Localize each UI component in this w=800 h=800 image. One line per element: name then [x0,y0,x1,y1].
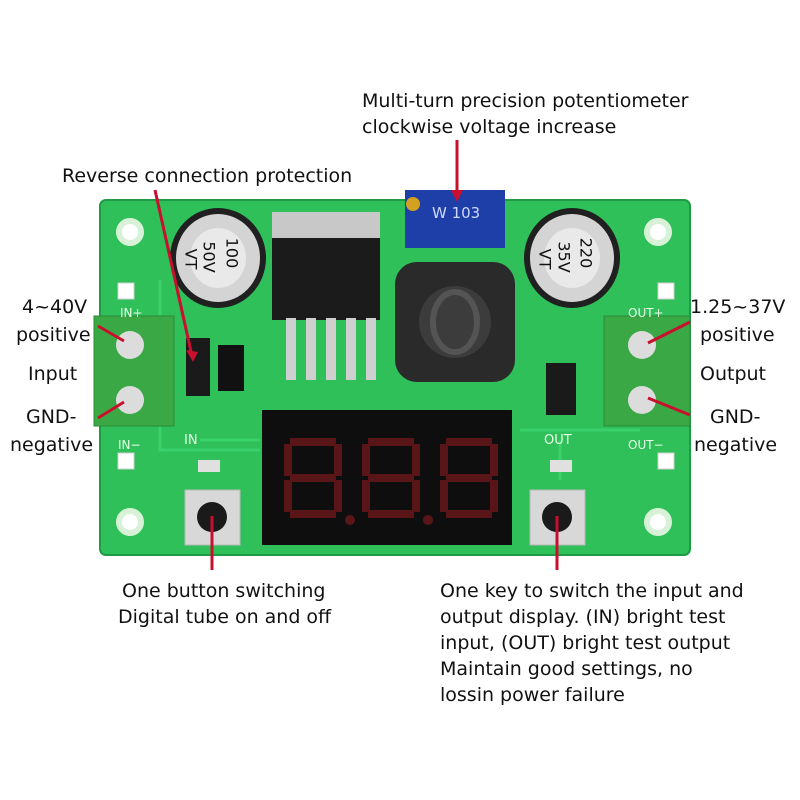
label-output-gnd: GND- [710,406,761,428]
silk-in: IN [184,433,198,448]
silk-out: OUT [544,433,572,448]
test-pads [117,282,675,470]
led-out [550,460,572,472]
pointer-arrowheads [186,190,463,362]
terminal-left [93,315,175,427]
potentiometer [405,190,505,248]
silk-in-minus: IN− [118,438,141,452]
silk-out-plus: OUT+ [628,306,664,320]
silk-in-plus: IN+ [120,306,143,320]
capacitor-left [170,208,266,308]
regulator-chip [272,212,380,380]
cap-right-series: VT [535,248,555,270]
silk-out-minus: OUT− [628,438,664,452]
label-right-key-line3: input, (OUT) bright test output [440,632,731,654]
seven-segment-display [262,410,512,545]
cap-left-value: 100 [222,237,242,269]
label-input-gnd: GND- [26,406,77,428]
transistor [218,345,244,391]
label-right-key-line1: One key to switch the input and [440,580,744,602]
inductor [395,262,515,382]
label-right-key-line2: output display. (IN) bright test [440,606,726,628]
label-input: Input [28,363,78,385]
mounting-holes [116,218,672,536]
label-reverse-protection: Reverse connection protection [62,165,353,187]
label-output-negative: negative [694,434,778,456]
pot-marking: W 103 [432,204,481,222]
label-left-button-line1: One button switching [122,580,326,602]
capacitor-right [524,208,620,308]
pointer-lines [97,140,691,570]
label-left-button-line2: Digital tube on and off [118,606,332,628]
label-input-negative: negative [10,434,94,456]
label-output-voltage: 1.25~37V [690,296,786,318]
label-output: Output [700,363,766,385]
label-right-key-line5: lossin power failure [440,684,625,706]
label-input-positive: positive [16,324,91,346]
label-output-positive: positive [700,324,775,346]
led-in [198,460,220,472]
label-potentiometer-line2: clockwise voltage increase [362,116,617,138]
label-right-key-line4: Maintain good settings, no [440,658,693,680]
label-input-voltage: 4~40V [22,296,88,318]
cap-left-series: VT [181,248,201,270]
label-potentiometer-line1: Multi-turn precision potentiometer [362,90,689,112]
diode-right [546,363,576,415]
